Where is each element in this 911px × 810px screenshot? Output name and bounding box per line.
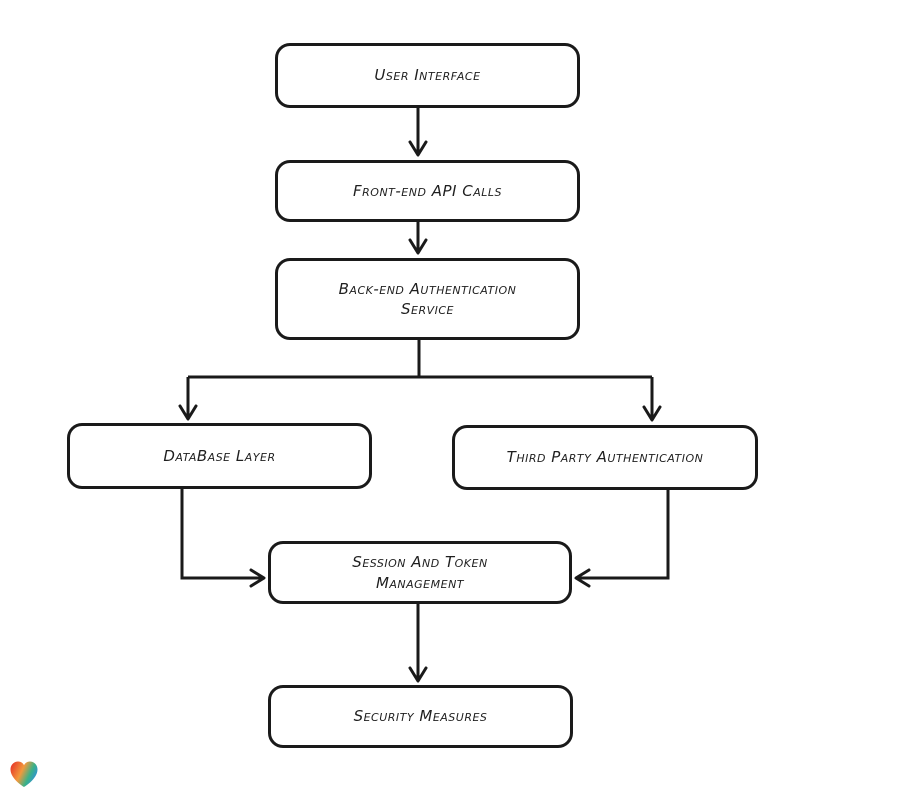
- heart-icon: [10, 761, 38, 787]
- node-database-layer-label: DataBase Layer: [163, 446, 276, 465]
- node-session-token-mgmt[interactable]: Session And Token Management: [268, 541, 572, 604]
- edge-backend-branch-line: [188, 340, 652, 379]
- edge-thirdparty-to-session-arrow: [574, 489, 670, 588]
- node-session-token-mgmt-label: Session And Token Management: [352, 553, 488, 592]
- node-backend-auth-service-label: Back-end Authentication Service: [338, 279, 517, 318]
- node-frontend-api-calls[interactable]: Front-end API Calls: [275, 160, 580, 222]
- node-third-party-auth[interactable]: Third Party Authentication: [452, 425, 758, 490]
- node-user-interface-label: User Interface: [374, 66, 481, 85]
- gradient-heart-logo[interactable]: [8, 758, 40, 790]
- node-frontend-api-calls-label: Front-end API Calls: [353, 181, 502, 200]
- node-database-layer[interactable]: DataBase Layer: [67, 423, 372, 489]
- node-third-party-auth-label: Third Party Authentication: [506, 448, 704, 467]
- edge-database-to-session-arrow: [180, 488, 266, 588]
- node-user-interface[interactable]: User Interface: [275, 43, 580, 108]
- node-security-measures[interactable]: Security Measures: [268, 685, 573, 748]
- node-backend-auth-service[interactable]: Back-end Authentication Service: [275, 258, 580, 340]
- node-security-measures-label: Security Measures: [353, 707, 488, 726]
